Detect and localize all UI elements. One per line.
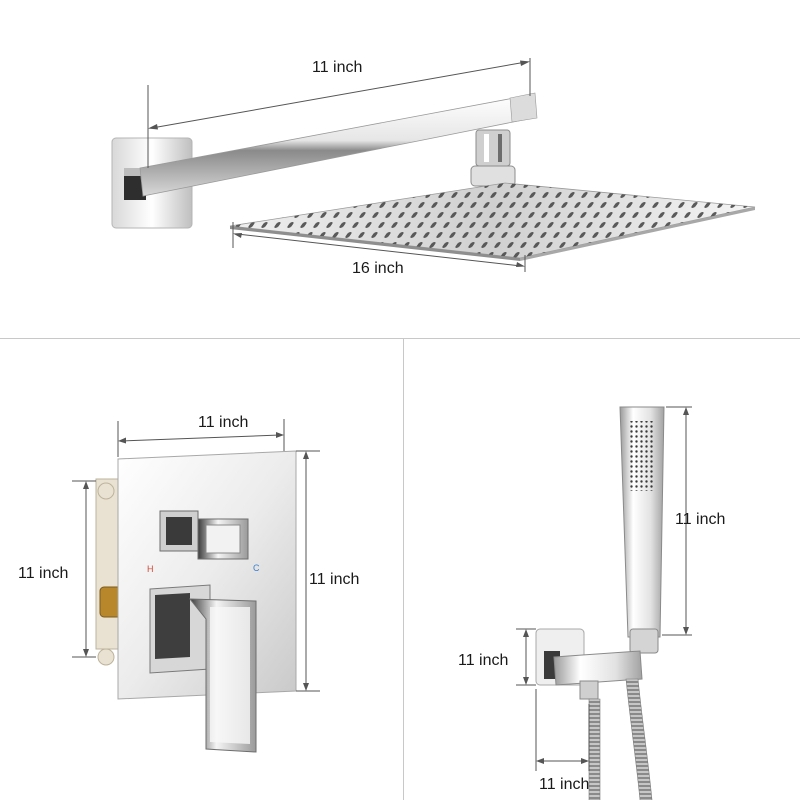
arm-length-label: 11 inch <box>312 59 363 76</box>
cold-marker: C <box>253 563 260 573</box>
mixer-lever-handle <box>149 584 257 753</box>
panel-divider-vertical <box>403 338 404 800</box>
wand-length-dimension <box>662 406 692 636</box>
plate-height-label: 11 inch <box>309 571 360 588</box>
rain-shower-illustration <box>111 58 756 272</box>
holder-height-dimension <box>516 628 536 686</box>
arm-length-dimension <box>147 58 531 168</box>
ball-joint-connector <box>470 129 516 187</box>
hand-shower-illustration <box>516 406 692 800</box>
holder-depth-dimension <box>535 689 590 771</box>
shower-arm <box>139 92 538 197</box>
rain-shower-panel: 11 inch 16 inch <box>0 0 800 338</box>
shower-hose <box>588 678 653 800</box>
holder-height-label: 11 inch <box>458 652 509 669</box>
head-width-label: 16 inch <box>352 260 404 277</box>
diverter-knob <box>159 510 249 560</box>
valve-panel: 11 inch 11 inch 11 inch H C <box>0 339 403 800</box>
valve-illustration <box>72 419 320 753</box>
box-height-label: 11 inch <box>18 565 69 582</box>
head-width-dimension <box>232 222 526 272</box>
holder-depth-label: 11 inch <box>539 776 590 793</box>
hot-marker: H <box>147 564 154 574</box>
box-height-dimension <box>72 480 96 658</box>
plate-height-dimension <box>296 450 320 692</box>
plate-width-dimension <box>117 419 285 457</box>
hand-shower-holder <box>535 628 643 700</box>
rain-shower-head <box>229 182 756 261</box>
hand-shower-panel: 11 inch 11 inch 11 inch <box>404 339 800 800</box>
plate-width-label: 11 inch <box>198 414 249 431</box>
panel-divider-horizontal <box>0 338 800 339</box>
wand-length-label: 11 inch <box>675 511 726 528</box>
hand-shower-wand <box>619 406 665 654</box>
